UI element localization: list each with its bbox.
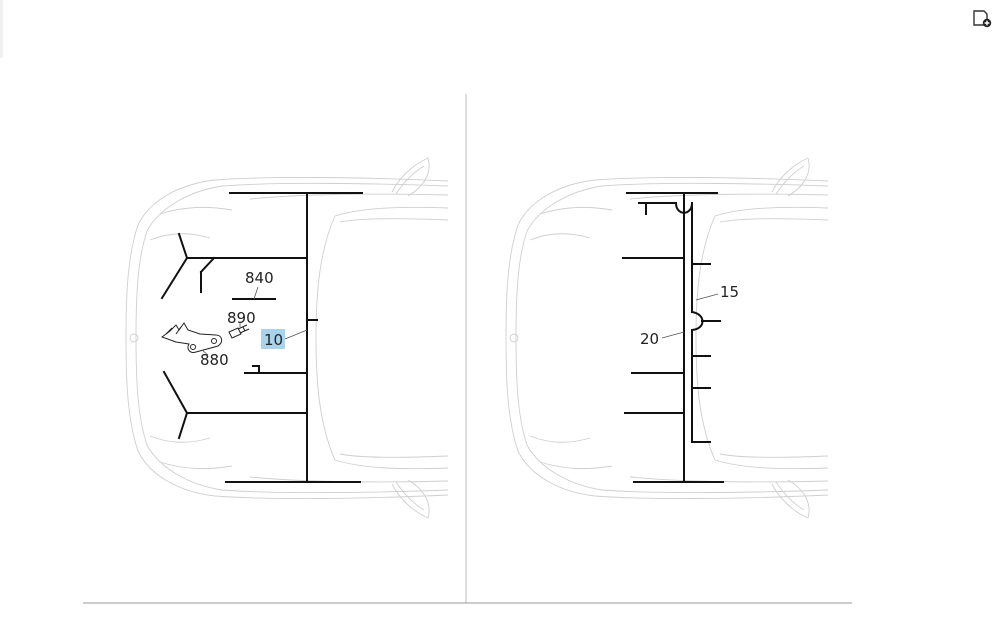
callout-10[interactable]: 10 — [264, 331, 283, 349]
left-diagram-panel: 840 890 880 10 — [125, 157, 449, 519]
leader-10 — [284, 329, 308, 340]
harness-lines — [160, 192, 363, 483]
harness-lines — [622, 192, 724, 483]
callout-840[interactable]: 840 — [245, 269, 274, 287]
callout-880[interactable]: 880 — [200, 351, 229, 369]
callout-20[interactable]: 20 — [640, 330, 659, 348]
callout-890[interactable]: 890 — [227, 309, 256, 327]
document-plus-icon — [973, 10, 992, 28]
callout-10-highlight — [261, 329, 285, 349]
add-document-button[interactable] — [970, 8, 994, 30]
leader-15 — [695, 293, 719, 301]
leader-20 — [661, 331, 685, 339]
part-890-bolt — [228, 324, 250, 339]
panel-edge — [0, 0, 3, 58]
leader-840 — [253, 286, 259, 300]
right-diagram-panel: 15 20 — [505, 157, 829, 519]
callout-15[interactable]: 15 — [720, 283, 739, 301]
car-outline — [505, 157, 829, 519]
part-880-bracket — [160, 322, 223, 353]
leader-880 — [201, 349, 209, 356]
